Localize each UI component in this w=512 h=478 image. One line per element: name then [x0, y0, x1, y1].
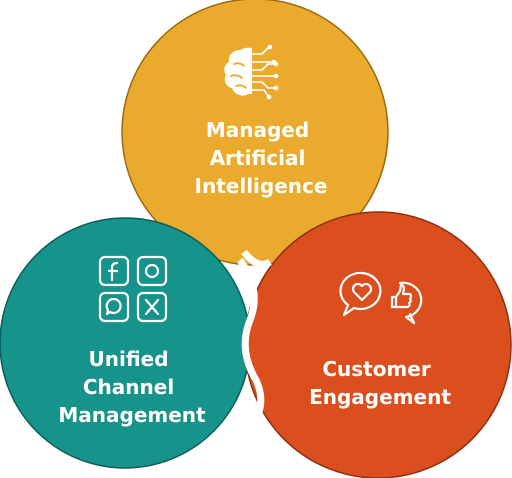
circle-customer-engagement [244, 211, 512, 478]
brain-circuit-icon [224, 44, 279, 100]
label-customer-engagement: Customer Engagement [309, 357, 451, 409]
heart-bubble-icon [339, 271, 382, 317]
label-ai-line-2: Artificial [210, 146, 306, 170]
x-twitter-icon [144, 298, 160, 316]
instagram-icon [144, 263, 160, 279]
label-unified-line-3: Management [58, 403, 206, 427]
message-icon [105, 297, 122, 316]
separator-gaps [237, 249, 272, 433]
label-customer-line-1: Customer [322, 357, 431, 381]
label-unified-channel: Unified Channel Management [58, 347, 206, 427]
facebook-icon [107, 261, 119, 282]
label-customer-line-2: Engagement [309, 385, 451, 409]
label-unified-line-2: Channel [83, 375, 174, 399]
label-ai-line-1: Managed [206, 118, 309, 142]
label-ai-line-3: Intelligence [195, 174, 328, 198]
label-unified-line-1: Unified [88, 347, 168, 371]
chat-bubbles-icon [339, 271, 423, 325]
social-channels-icon [98, 255, 168, 323]
label-managed-ai: Managed Artificial Intelligence [195, 118, 328, 198]
circle-unified-channel [0, 217, 251, 469]
thumbs-up-bubble-icon [390, 281, 423, 325]
